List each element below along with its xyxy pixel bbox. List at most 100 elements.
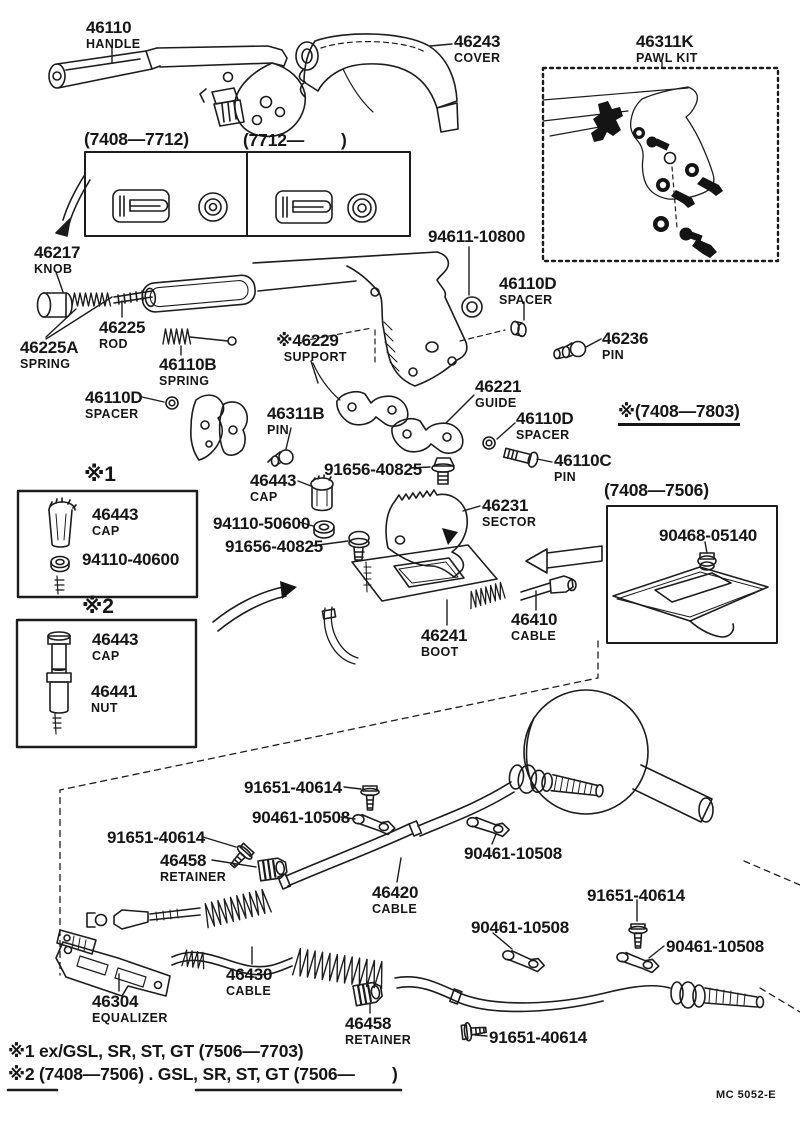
part-label-1-27: ※1 bbox=[84, 464, 116, 485]
part-code: ) bbox=[392, 1064, 398, 1084]
part-code: 46443 bbox=[92, 630, 139, 649]
part-code: 90461-10508 bbox=[464, 844, 563, 863]
part-code: 46221 bbox=[475, 377, 522, 396]
part-code: 91651-40614 bbox=[587, 886, 686, 905]
part-label-7712-4: (7712— bbox=[243, 130, 305, 150]
clip-grommet-box bbox=[84, 151, 411, 237]
part-name: CAP bbox=[92, 649, 120, 663]
part-label-9165140614-35: 91651-40614 bbox=[244, 779, 342, 797]
part-label-2-30: ※2 bbox=[82, 596, 114, 617]
pawl-kit-hardware bbox=[591, 101, 723, 258]
part-code: 46458 bbox=[160, 851, 207, 870]
part-label-9461110800-7: 94611-10800 bbox=[428, 228, 525, 246]
part-label-46229-11: ※46229 SUPPORT bbox=[276, 332, 347, 364]
part-name: KNOB bbox=[34, 262, 73, 276]
part-label-9046110508-43: 90461-10508 bbox=[666, 938, 764, 956]
part-code: 46311B bbox=[267, 404, 325, 423]
part-name: SECTOR bbox=[482, 515, 537, 529]
part-label-9046110508-42: 90461-10508 bbox=[471, 919, 569, 937]
part-code: 94110-50600 bbox=[213, 514, 311, 533]
part-code: 46110B bbox=[159, 355, 217, 374]
part-code: 46410 bbox=[511, 610, 558, 629]
part-name: SPRING bbox=[20, 357, 71, 371]
part-code: 46110D bbox=[85, 388, 143, 407]
part-code: ※46229 bbox=[276, 331, 339, 350]
part-code: ※2 bbox=[82, 595, 114, 618]
part-code: 90461-10508 bbox=[666, 937, 765, 956]
part-code: 46217 bbox=[34, 243, 81, 262]
part-code: ※(7408—7803) bbox=[618, 402, 740, 426]
part-code: (7408—7506) bbox=[604, 480, 709, 500]
part-label-9165640825-25: 91656-40825 bbox=[225, 538, 323, 556]
plate-box-drawing bbox=[606, 505, 778, 644]
part-code: 91656-40825 bbox=[225, 537, 324, 556]
part-code: 46458 bbox=[345, 1014, 392, 1033]
part-code: 46236 bbox=[602, 329, 649, 348]
part-code: ※2 (7408—7506) . GSL, SR, ST, GT (7506— bbox=[8, 1064, 355, 1084]
part-label-9165140614-41: 91651-40614 bbox=[587, 887, 685, 905]
part-name: CABLE bbox=[372, 902, 418, 916]
part-label-MC5052E-51: MC 5052-E bbox=[716, 1086, 776, 1102]
part-code: 46110 bbox=[86, 18, 132, 37]
leader-lines bbox=[6, 43, 708, 1092]
part-name: EQUALIZER bbox=[92, 1011, 168, 1025]
arrow-top-left bbox=[55, 175, 91, 237]
part-code: ※1 ex/GSL, SR, ST, GT (7506—7703) bbox=[8, 1041, 304, 1061]
part-name: HANDLE bbox=[86, 37, 141, 51]
part-name: PIN bbox=[267, 423, 290, 437]
part-name: GUIDE bbox=[475, 396, 517, 410]
part-label-74087506-22: (7408—7506) bbox=[604, 480, 709, 500]
part-code: (7712— bbox=[243, 130, 305, 150]
lever-drawing bbox=[36, 251, 587, 468]
part-name: CAP bbox=[250, 490, 278, 504]
part-code: 91656-40825 bbox=[324, 460, 423, 479]
part-code: 46441 bbox=[91, 682, 138, 701]
part-name: CABLE bbox=[226, 984, 272, 998]
part-code: MC 5052-E bbox=[716, 1089, 777, 1101]
part-name: PIN bbox=[602, 348, 625, 362]
part-label-9165640825-20: 91656-40825 bbox=[324, 461, 422, 479]
part-code: 91651-40614 bbox=[107, 828, 206, 847]
handle-drawing bbox=[48, 45, 307, 138]
part-label-9046110508-36: 90461-10508 bbox=[252, 809, 350, 827]
part-name: PAWL KIT bbox=[636, 51, 698, 65]
kit-boxes bbox=[15, 489, 199, 749]
part-label-74087803-17: ※(7408—7803) bbox=[618, 402, 740, 426]
part-name: SPACER bbox=[516, 428, 570, 442]
part-label-9165140614-37: 91651-40614 bbox=[107, 829, 205, 847]
part-code: ※1 bbox=[84, 463, 116, 486]
part-name: RETAINER bbox=[345, 1033, 412, 1047]
part-label-9411050600-24: 94110-50600 bbox=[213, 515, 310, 533]
part-code: (7408—7712) bbox=[84, 129, 189, 149]
part-code: 46231 bbox=[482, 496, 529, 515]
part-code: ) bbox=[341, 130, 347, 150]
part-name: BOOT bbox=[421, 645, 459, 659]
part-code: 46225 bbox=[99, 318, 146, 337]
part-label-9046805140-26: 90468-05140 bbox=[659, 527, 757, 545]
part-name: CABLE bbox=[511, 629, 557, 643]
part-label-9165140614-47: 91651-40614 bbox=[489, 1029, 587, 1047]
part-code: 46241 bbox=[421, 626, 468, 645]
part-code: 46443 bbox=[92, 505, 139, 524]
